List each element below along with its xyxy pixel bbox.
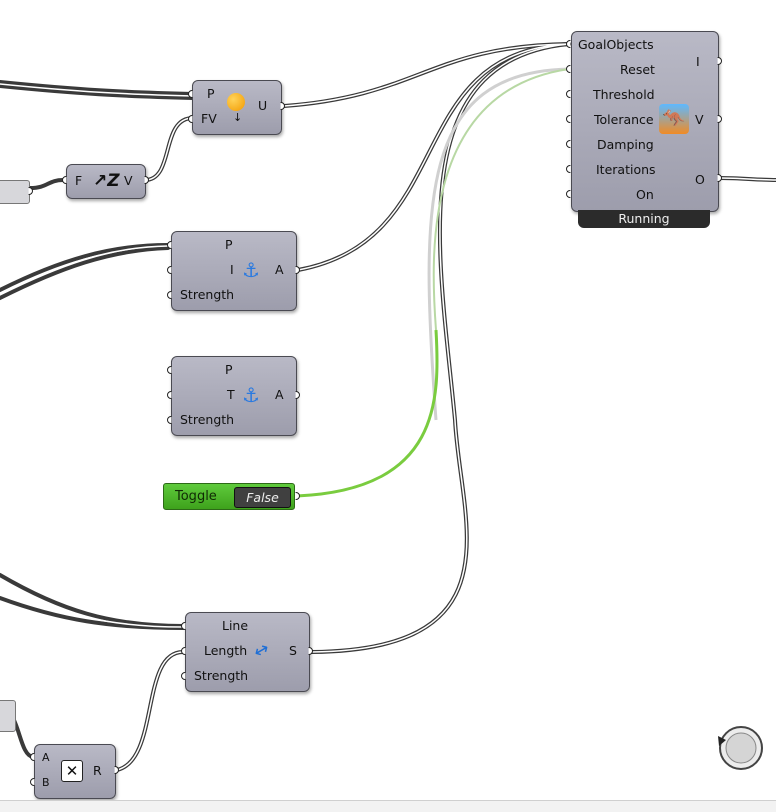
grip-damping[interactable] — [566, 140, 571, 148]
z-vector-icon: ↗Z — [93, 171, 120, 191]
multiply-component[interactable]: A B ✕ R — [34, 744, 116, 799]
grip-output-o[interactable] — [717, 174, 722, 182]
partial-slider-output-grip[interactable] — [28, 187, 33, 195]
grip-u[interactable] — [280, 102, 285, 110]
length-goal-icon: ↔ — [249, 637, 274, 664]
grip-output-i[interactable] — [717, 57, 722, 65]
wire-length-line — [0, 573, 185, 628]
grip-v-z[interactable] — [144, 176, 149, 184]
input-line: Line — [222, 618, 249, 633]
input-threshold: Threshold — [593, 87, 655, 102]
input-goalobjects: GoalObjects — [578, 37, 654, 52]
input-iterations: Iterations — [596, 162, 656, 177]
grip-length-length[interactable] — [181, 647, 186, 655]
input-reset: Reset — [620, 62, 655, 77]
wire-zvector-fv — [143, 116, 195, 182]
output-i: I — [696, 54, 700, 69]
partial-slider[interactable] — [0, 180, 30, 204]
wire-length-solver — [310, 42, 571, 654]
wire-anchor-solver — [296, 42, 571, 272]
point-goal-component[interactable]: P FV ↓ U — [192, 80, 282, 135]
arrow-down-icon: ↓ — [233, 111, 243, 124]
point-goal-icon — [227, 93, 245, 111]
input-damping: Damping — [597, 137, 654, 152]
output-v: V — [124, 173, 133, 188]
grip-iterations[interactable] — [566, 165, 571, 173]
input-strength: Strength — [180, 412, 235, 427]
wire-to-point-goal — [0, 80, 195, 96]
input-b: B — [42, 776, 50, 789]
kangaroo-solver-component[interactable]: GoalObjects Reset Threshold Tolerance Da… — [571, 31, 719, 212]
toggle-label: Toggle — [175, 489, 217, 504]
multiply-icon: ✕ — [61, 760, 83, 782]
navigation-wheel-icon — [718, 726, 763, 770]
input-a: A — [42, 751, 50, 764]
input-p: P — [207, 86, 215, 101]
anchor-component-2[interactable]: P T Strength ⚓ A — [171, 356, 297, 436]
grip-toggle-output[interactable] — [295, 492, 300, 500]
input-f: F — [75, 173, 83, 188]
output-s: S — [289, 643, 297, 658]
z-vector-component[interactable]: F ↗Z V — [66, 164, 146, 199]
toggle-value[interactable]: False — [234, 487, 291, 508]
input-tolerance: Tolerance — [594, 112, 654, 127]
grip-output-v[interactable] — [717, 115, 722, 123]
boolean-toggle[interactable]: Toggle False — [163, 483, 295, 510]
wire-toggle-on — [296, 329, 439, 498]
wire-anchor-p — [0, 243, 170, 292]
wire-slider-zvector — [28, 178, 65, 190]
length-goal-component[interactable]: Line Length Strength ↔ S — [185, 612, 310, 692]
grip-on[interactable] — [566, 190, 571, 198]
output-a: A — [275, 262, 284, 277]
anchor-icon: ⚓ — [242, 383, 260, 407]
grip-mult-r[interactable] — [114, 766, 119, 774]
input-on: On — [636, 187, 654, 202]
output-u: U — [258, 98, 268, 113]
canvas-status-line — [0, 800, 776, 812]
grip-anchor1-p[interactable] — [167, 241, 172, 249]
input-p: P — [225, 362, 233, 377]
input-strength: Strength — [194, 668, 249, 683]
grip-anchor1-i[interactable] — [167, 266, 172, 274]
grip-p[interactable] — [188, 90, 193, 98]
grip-length-s[interactable] — [308, 647, 313, 655]
grip-reset[interactable] — [566, 65, 571, 73]
grip-length-line[interactable] — [181, 622, 186, 630]
grip-anchor2-t[interactable] — [167, 391, 172, 399]
grip-anchor1-strength[interactable] — [167, 291, 172, 299]
solver-status-bar: Running — [578, 210, 710, 228]
output-o: O — [695, 172, 705, 187]
grip-anchor2-a[interactable] — [295, 391, 300, 399]
grip-anchor2-p[interactable] — [167, 366, 172, 374]
grip-tolerance[interactable] — [566, 115, 571, 123]
wire-to-point-goal-2 — [0, 84, 195, 100]
anchor-icon: ⚓ — [242, 258, 260, 282]
kangaroo-icon: 🦘 — [659, 104, 689, 134]
partial-number-component[interactable] — [0, 700, 16, 732]
input-strength: Strength — [180, 287, 235, 302]
output-r: R — [93, 763, 102, 778]
wire-reset-faded — [427, 67, 570, 421]
input-fv: FV — [201, 111, 217, 126]
wire-anchor-p2 — [0, 246, 170, 300]
grip-goalobjects[interactable] — [566, 40, 571, 48]
output-a: A — [275, 387, 284, 402]
grip-anchor1-a[interactable] — [295, 266, 300, 274]
output-v: V — [695, 112, 704, 127]
input-p: P — [225, 237, 233, 252]
grip-mult-b[interactable] — [30, 778, 35, 786]
anchor-component-1[interactable]: P I Strength ⚓ A — [171, 231, 297, 311]
wire-mult-length — [115, 650, 185, 772]
grip-length-strength[interactable] — [181, 672, 186, 680]
grip-f[interactable] — [62, 176, 67, 184]
input-i: I — [230, 262, 234, 277]
input-t: T — [227, 387, 235, 402]
input-length: Length — [204, 643, 248, 658]
grip-mult-a[interactable] — [30, 753, 35, 761]
wire-length-line2 — [0, 596, 185, 630]
grip-fv[interactable] — [188, 115, 193, 123]
grip-anchor2-strength[interactable] — [167, 416, 172, 424]
grip-threshold[interactable] — [566, 90, 571, 98]
